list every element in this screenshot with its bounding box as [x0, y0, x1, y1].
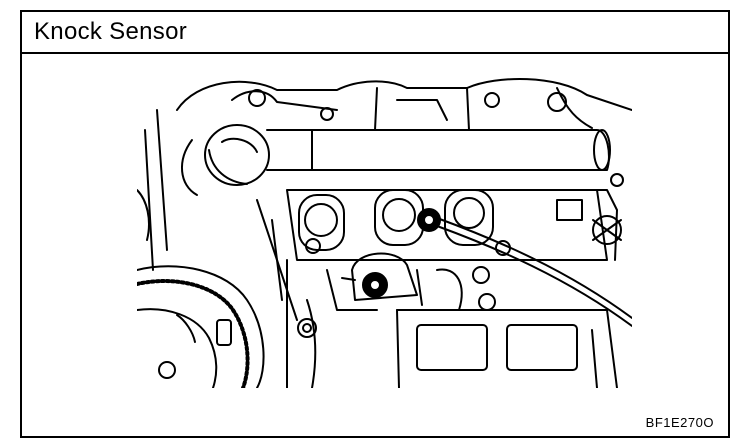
flywheel-icon [137, 265, 265, 388]
engine-illustration [137, 70, 632, 388]
page-title: Knock Sensor [34, 18, 188, 45]
title-bar: Knock Sensor [22, 12, 728, 54]
upper-bracket [176, 78, 632, 111]
sensor-boss [351, 252, 418, 301]
diagram-frame: Knock Sensor [20, 10, 730, 438]
sensor-harness [436, 217, 632, 319]
block-rib-1 [416, 324, 488, 371]
port-1 [298, 194, 345, 251]
figure-code: BF1E270O [645, 415, 714, 430]
port-3 [444, 189, 494, 246]
block-rib-2 [506, 324, 578, 371]
rail-end-cap [204, 124, 270, 186]
bracket-hole [248, 89, 266, 107]
horizontal-rail [266, 129, 610, 171]
engine-line-drawing-icon [137, 78, 632, 388]
cylinder-head-block [286, 189, 608, 261]
upper-bracket-inner [231, 90, 338, 111]
